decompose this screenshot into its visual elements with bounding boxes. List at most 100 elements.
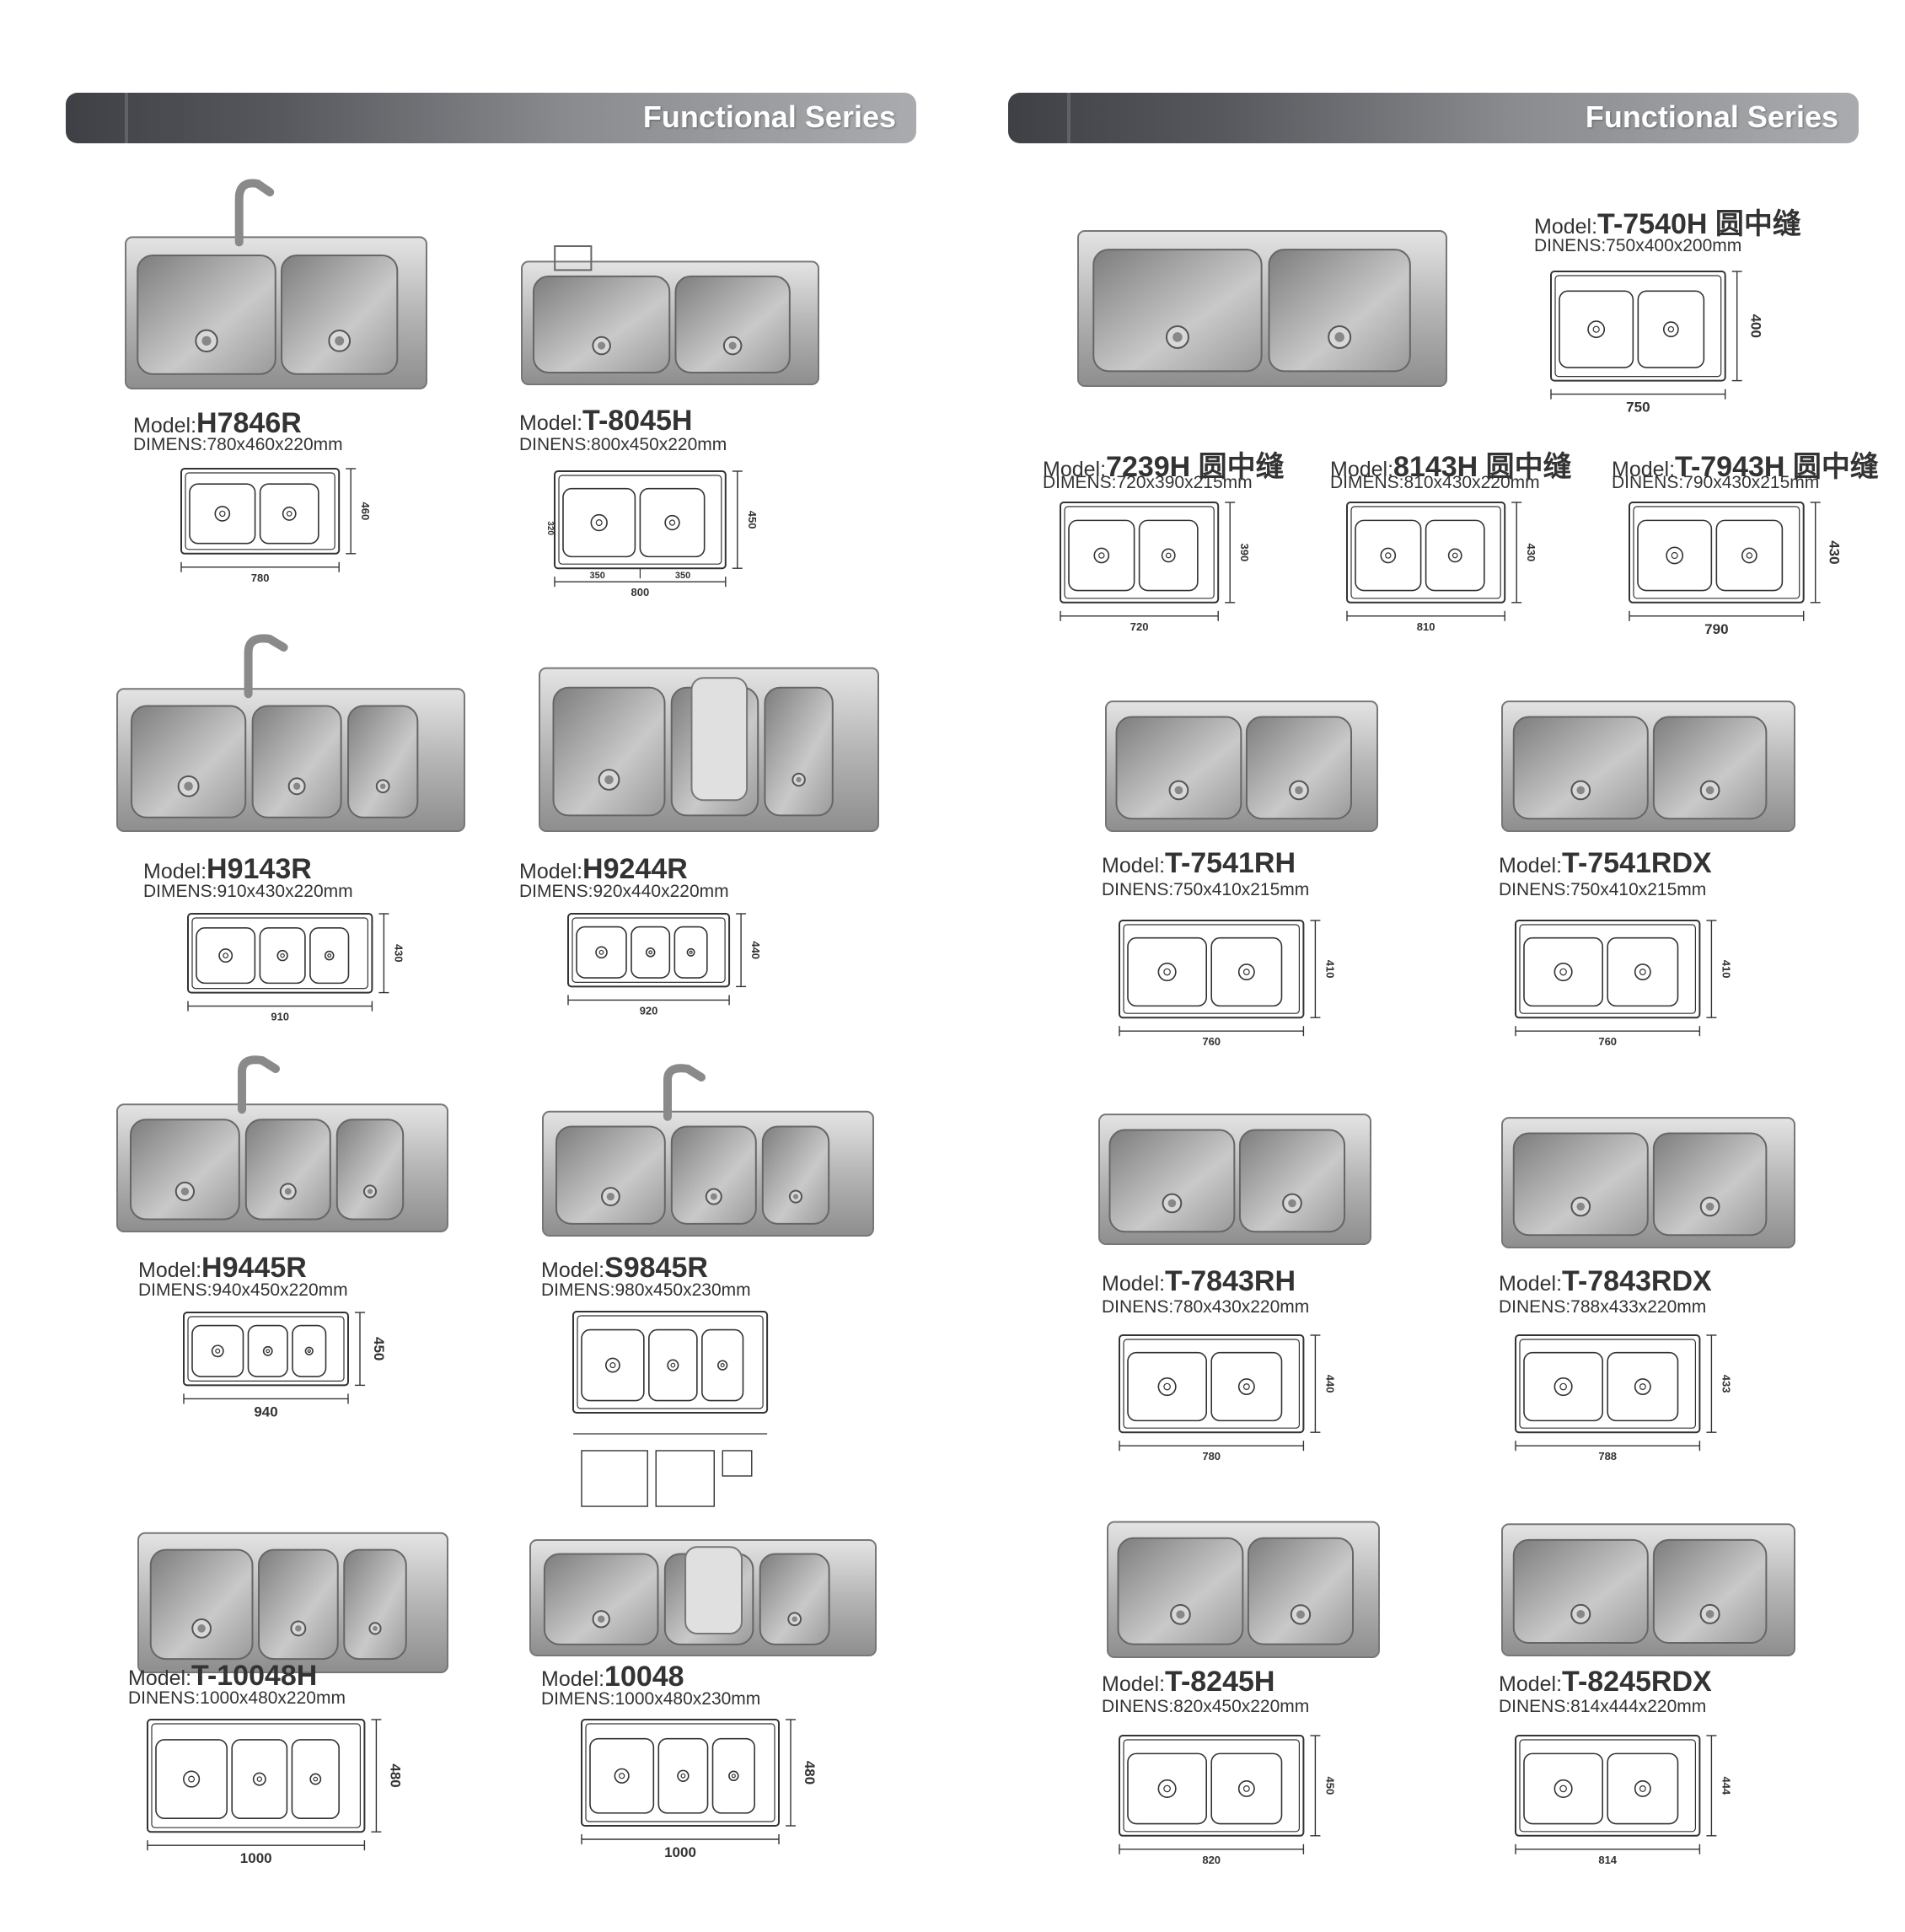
sink-bowl xyxy=(764,686,834,817)
bowl-outline xyxy=(1607,936,1679,1007)
bowl-outline xyxy=(673,926,708,979)
sink-bowl xyxy=(1652,1132,1768,1237)
bowl-outline xyxy=(648,1328,698,1402)
dimensions-label: DIMENS:940x450x220mm xyxy=(138,1280,348,1301)
height-label: 430 xyxy=(1827,540,1843,564)
model-prefix: Model: xyxy=(1043,458,1107,481)
model-number: 8143H 圆中缝 xyxy=(1393,451,1572,483)
bowl-outline xyxy=(1127,936,1207,1007)
model-number: H9244R xyxy=(582,853,688,885)
sink-photo xyxy=(542,1064,874,1237)
bowl-outline xyxy=(1523,1752,1603,1825)
dimensions-label: DINENS:1000x480x220mm xyxy=(128,1688,346,1709)
dimensions-text: DIMENS:980x450x230mm xyxy=(541,1280,751,1300)
sink-bowl xyxy=(555,1125,666,1225)
width-label: 800 xyxy=(631,586,650,598)
sink-bowl xyxy=(1245,716,1353,820)
sink-photo xyxy=(521,245,819,386)
sink-bowl xyxy=(347,705,419,818)
bowl-outline xyxy=(657,1737,709,1814)
model-number: T-8245H xyxy=(1165,1666,1275,1698)
drain-icon xyxy=(324,950,335,961)
bowl-outline xyxy=(562,487,636,558)
model-label: Model:H9445R xyxy=(138,1252,307,1285)
model-prefix: Model: xyxy=(128,1666,192,1690)
dimensions-label: DINENS:814x444x220mm xyxy=(1499,1697,1706,1717)
sink-photo xyxy=(1501,1523,1795,1657)
model-label: Model:H9244R xyxy=(519,853,688,886)
sink-photo xyxy=(125,179,427,390)
model-label: Model:T-7541RDX xyxy=(1499,847,1712,880)
bowl-outline xyxy=(1523,936,1603,1007)
sink-bowl xyxy=(543,1553,659,1645)
dimensions-text: DIMENS:1000x480x230mm xyxy=(541,1689,761,1709)
width-label: 810 xyxy=(1417,620,1435,633)
sink-bowl xyxy=(244,1119,331,1221)
series-banner-left: Functional Series xyxy=(66,93,916,143)
bowl-outline xyxy=(711,1737,755,1814)
drain-icon xyxy=(595,946,608,959)
sink-bowl xyxy=(1512,716,1649,820)
model-label: Model:T-7943H 圆中缝 xyxy=(1612,443,1879,485)
drain-icon xyxy=(1380,547,1397,564)
faucet-icon xyxy=(234,179,275,247)
sink-bowl xyxy=(137,254,276,375)
sink-photo xyxy=(529,1539,877,1656)
width-label: 920 xyxy=(640,1004,658,1017)
height-label: 480 xyxy=(387,1763,403,1787)
height-label: 390 xyxy=(1238,544,1251,562)
bowl-outline xyxy=(247,1324,288,1377)
drain-icon xyxy=(309,1773,322,1785)
sink-photo xyxy=(539,667,879,832)
sink-bowl xyxy=(335,1119,405,1221)
dimensions-text: DINENS:790x430x215mm xyxy=(1612,473,1820,492)
bowl-outline xyxy=(1607,1752,1679,1825)
bowl-outline xyxy=(259,483,319,545)
sink-bowl xyxy=(1512,1132,1649,1237)
bowl-outline xyxy=(1559,290,1634,368)
height-label: 460 xyxy=(359,502,372,521)
sink-bowl xyxy=(759,1553,830,1645)
sink-photo xyxy=(116,1055,448,1233)
height-label: 450 xyxy=(371,1337,387,1360)
sink-photo xyxy=(116,634,465,832)
model-prefix: Model: xyxy=(138,1258,202,1282)
sink-bowl xyxy=(1238,1129,1346,1233)
model-label: Model:T-10048H xyxy=(128,1660,317,1693)
model-number: T-10048H xyxy=(191,1660,318,1692)
drain-icon xyxy=(304,1346,314,1355)
dimensions-text: DIMENS:720x390x215mm xyxy=(1043,473,1253,492)
sink-bowl xyxy=(552,686,666,817)
drain-icon xyxy=(1237,1378,1255,1396)
height-label: 480 xyxy=(802,1761,818,1784)
sub-width-label: 350 xyxy=(675,571,690,581)
dimensions-text: DINENS:814x444x220mm xyxy=(1499,1697,1707,1716)
technical-drawing: 788 433 xyxy=(1515,1334,1732,1462)
model-label: Model:8143H 圆中缝 xyxy=(1330,443,1572,485)
width-label: 910 xyxy=(271,1011,289,1023)
dimensions-text: DIMENS:940x450x220mm xyxy=(138,1280,348,1300)
dimensions-text: DIMENS:780x460x220mm xyxy=(133,435,343,454)
series-banner-right: Functional Series xyxy=(1008,93,1859,143)
bowl-outline xyxy=(1210,1752,1283,1825)
rack-icon xyxy=(554,245,593,271)
sink-outline xyxy=(581,1719,780,1827)
dimensions-label: DIMENS:810x430x220mm xyxy=(1330,473,1540,493)
model-number: T-7541RH xyxy=(1165,847,1296,879)
drain-icon xyxy=(1741,547,1757,564)
drain-icon xyxy=(1157,963,1177,982)
width-label: 788 xyxy=(1598,1450,1617,1462)
height-label: 433 xyxy=(1720,1375,1732,1393)
sink-photo xyxy=(137,1532,448,1673)
bowl-outline xyxy=(1210,1351,1283,1422)
sink-bowl xyxy=(1115,716,1242,820)
drain-icon xyxy=(1666,546,1684,565)
sink-bowl xyxy=(1092,249,1263,373)
drain-icon xyxy=(262,1345,273,1356)
bowl-outline xyxy=(1127,1351,1207,1422)
faucet-icon xyxy=(244,634,288,699)
